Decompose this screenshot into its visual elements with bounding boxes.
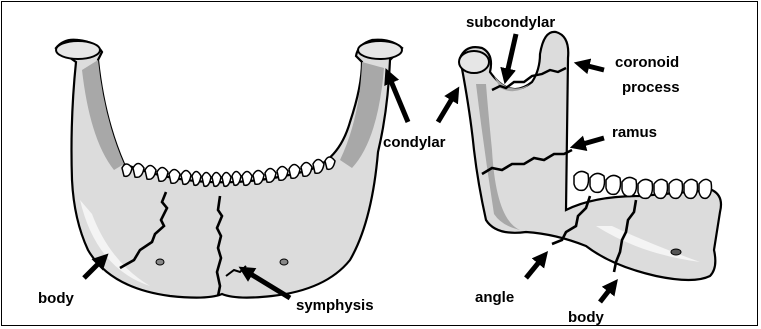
- lateral-lower-teeth: [574, 171, 712, 198]
- lateral-condyle-head: [459, 51, 489, 73]
- front-mandible-bone: [56, 40, 402, 298]
- front-left-condyle: [56, 41, 100, 59]
- lateral-foramen: [671, 249, 681, 255]
- label-body-front: body: [38, 290, 74, 307]
- label-condylar: condylar: [383, 134, 446, 151]
- label-body-lateral: body: [568, 309, 604, 326]
- label-subcondylar: subcondylar: [466, 14, 555, 31]
- front-right-condyle: [358, 41, 402, 59]
- label-ramus: ramus: [612, 124, 657, 141]
- front-view-mandible: [56, 40, 402, 298]
- label-symphysis: symphysis: [296, 297, 374, 314]
- label-angle: angle: [475, 289, 514, 306]
- arrow-condylar-lateral: [438, 92, 456, 122]
- arrow-ramus: [576, 138, 604, 146]
- front-left-foramen: [156, 259, 164, 265]
- arrow-body-lateral: [600, 284, 614, 302]
- front-right-foramen: [280, 259, 288, 265]
- label-coronoid: coronoid: [615, 54, 679, 71]
- arrow-condylar-front: [388, 74, 408, 122]
- arrow-coronoid: [580, 64, 604, 70]
- arrow-angle: [526, 256, 544, 278]
- arrow-subcondylar: [506, 34, 516, 78]
- label-process: process: [622, 79, 680, 96]
